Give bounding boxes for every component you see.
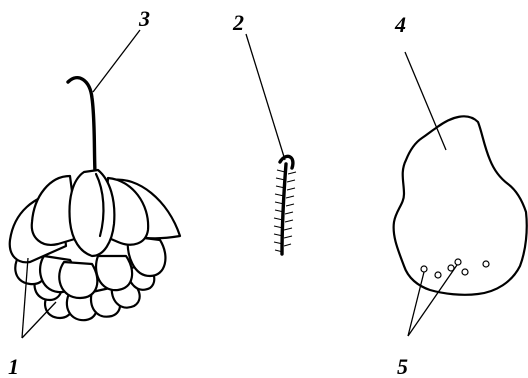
hop-cone [10,78,180,321]
gland-dot [435,272,441,278]
label-5: 5 [397,354,408,378]
bract-mid [59,262,97,298]
label-2: 2 [232,10,244,35]
bract-mid [96,256,132,290]
hairy-stem [282,164,286,254]
bract-leaf [394,116,527,294]
leader-line-5b [408,265,457,336]
gland-dot [455,259,461,265]
leader-line-1b [22,302,56,338]
bract-central [70,170,115,256]
gland-dot [462,269,468,275]
label-1: 1 [8,354,19,378]
leader-line-2 [246,34,285,160]
hairy-stem-detail [274,156,296,254]
label-3: 3 [138,6,150,31]
cone-stalk [68,78,95,172]
gland-dot [483,261,489,267]
leader-line-3 [93,30,140,92]
bract-leaf-outline [394,116,527,294]
label-4: 4 [394,12,406,37]
gland-dot [421,266,427,272]
